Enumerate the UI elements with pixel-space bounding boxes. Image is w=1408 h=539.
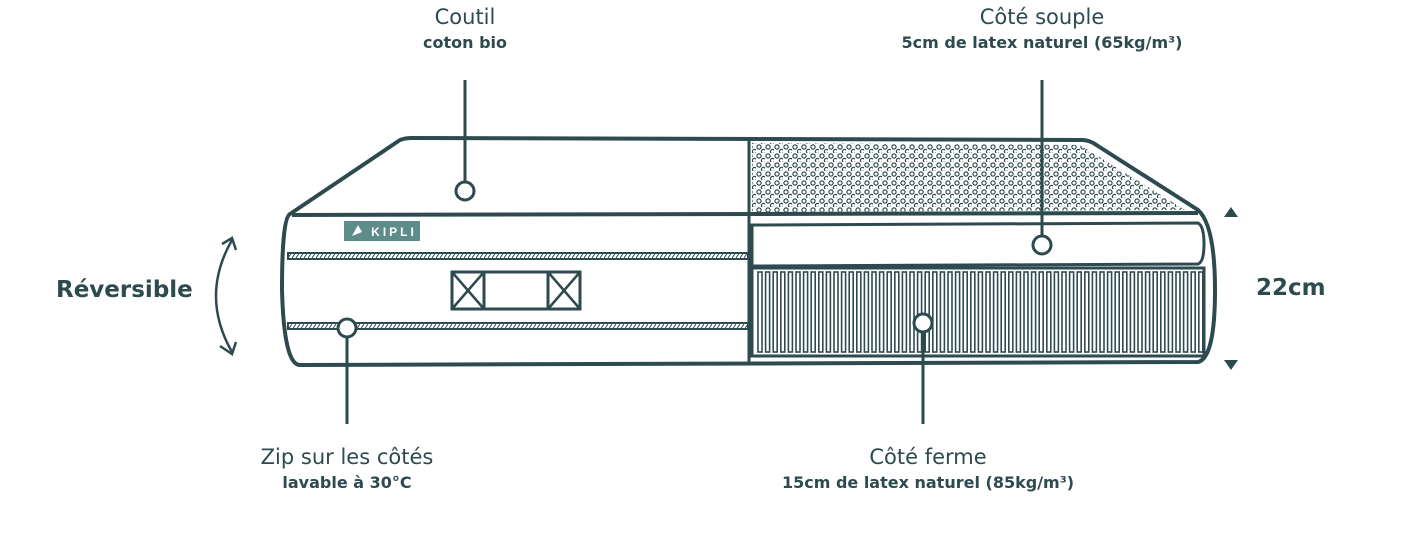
label-coutil-title: Coutil [434, 5, 496, 29]
callout-dot-zip [336, 317, 358, 339]
brand-label: KIPLI [371, 225, 417, 239]
callout-dot-ferme [912, 312, 934, 334]
reversible-arrow-icon [214, 239, 234, 353]
zip-band-bottom [287, 322, 749, 330]
label-zip: Zip sur les côtés lavable à 30°C [247, 443, 447, 495]
reversible-label: Réversible [56, 277, 193, 303]
label-zip-subtitle: lavable à 30°C [282, 473, 412, 492]
label-coutil-subtitle: coton bio [422, 33, 507, 52]
brand-label-bg [344, 221, 420, 241]
firm-latex-ribs [757, 271, 1204, 353]
label-souple: Côté souple 5cm de latex naturel (65kg/m… [892, 3, 1192, 55]
callout-dot-coutil [454, 180, 476, 202]
label-ferme: Côté ferme 15cm de latex naturel (85kg/m… [778, 443, 1078, 495]
height-label: 22cm [1256, 275, 1326, 301]
height-arrow-up-icon [1224, 207, 1238, 217]
label-souple-subtitle: 5cm de latex naturel (65kg/m³) [901, 33, 1183, 52]
label-souple-title: Côté souple [979, 5, 1105, 29]
soft-surface-pattern [752, 143, 1185, 212]
label-ferme-subtitle: 15cm de latex naturel (85kg/m³) [781, 473, 1075, 492]
label-ferme-title: Côté ferme [869, 445, 987, 469]
height-arrow-down-icon [1224, 360, 1238, 370]
label-zip-title: Zip sur les côtés [260, 445, 434, 469]
brand-logo-icon [352, 225, 362, 236]
zip-band-top [287, 252, 749, 260]
label-coutil: Coutil coton bio [365, 3, 565, 55]
soft-latex-layer [750, 221, 1206, 268]
callout-dot-souple [1031, 234, 1053, 256]
